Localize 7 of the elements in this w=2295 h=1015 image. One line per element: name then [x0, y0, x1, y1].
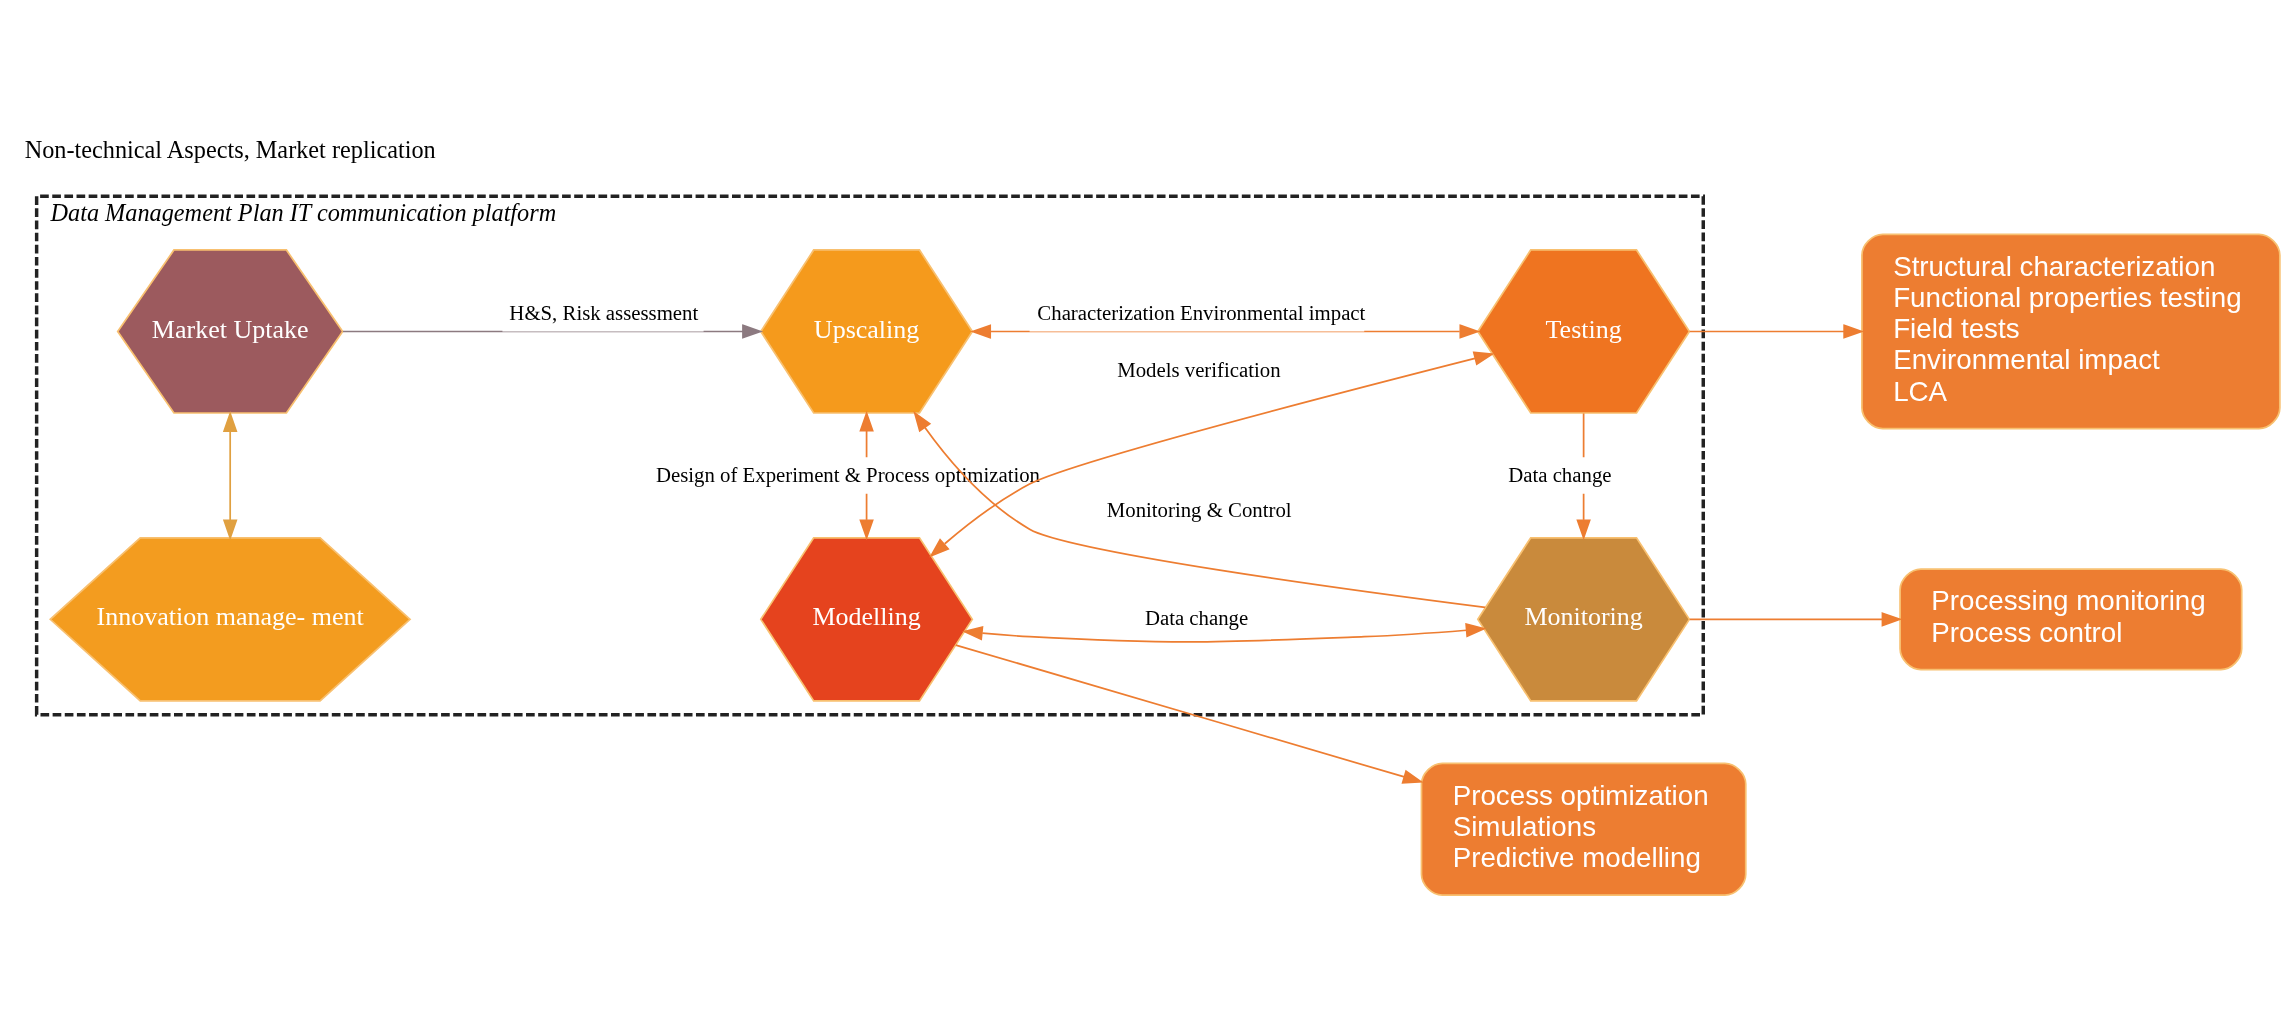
label: Non-technical Aspects, Market replication [24, 135, 436, 163]
edge-label: Monitoring & Control [1106, 498, 1292, 522]
edge-label: Data change [1508, 462, 1612, 486]
edge-label: Data change [1144, 605, 1249, 629]
edge-label: Characterization Environmental impact [1037, 300, 1366, 324]
edge-label: Models verification [1117, 357, 1281, 381]
edge-label: H&S, Risk assessment [509, 300, 699, 324]
